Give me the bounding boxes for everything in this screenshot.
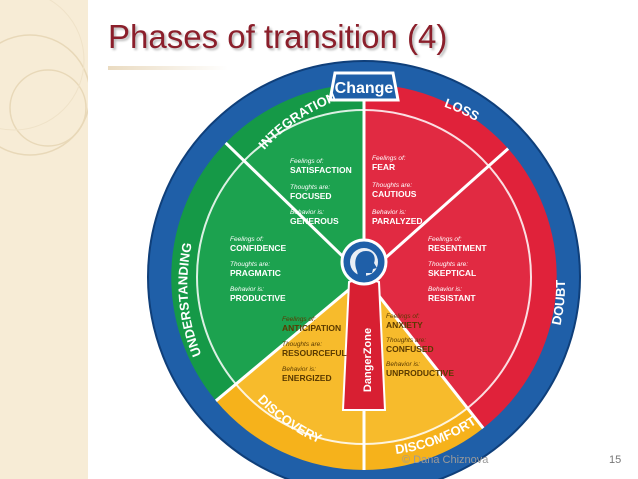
svg-text:SATISFACTION: SATISFACTION: [290, 165, 352, 175]
loss-segment-text: Feelings of: FEAR Thoughts are: CAUTIOUS…: [372, 155, 423, 226]
svg-text:PARALYZED: PARALYZED: [372, 216, 423, 226]
svg-text:CONFIDENCE: CONFIDENCE: [230, 243, 287, 253]
svg-text:FEAR: FEAR: [372, 162, 395, 172]
svg-text:PRAGMATIC: PRAGMATIC: [230, 268, 281, 278]
svg-text:FOCUSED: FOCUSED: [290, 191, 332, 201]
title-underline: [108, 66, 228, 70]
svg-text:Stage 6: Stage 6: [0, 0, 150, 278]
svg-text:Thoughts are:: Thoughts are:: [282, 341, 322, 348]
svg-text:Behavior is:: Behavior is:: [386, 361, 420, 368]
svg-text:Behavior is:: Behavior is:: [290, 209, 324, 216]
svg-text:Feelings of:: Feelings of:: [290, 158, 324, 165]
danger-zone-label: DangerZone: [362, 328, 374, 392]
page-number: 15: [609, 454, 622, 466]
svg-text:GENEROUS: GENEROUS: [290, 216, 339, 226]
svg-text:Thoughts are:: Thoughts are:: [372, 182, 412, 189]
svg-text:Thoughts are:: Thoughts are:: [290, 184, 330, 191]
svg-text:RESISTANT: RESISTANT: [428, 293, 476, 303]
svg-text:Feelings of:: Feelings of:: [230, 236, 264, 243]
understanding-segment-text: Feelings of: CONFIDENCE Thoughts are: PR…: [230, 236, 287, 303]
svg-text:Feelings of:: Feelings of:: [428, 236, 462, 243]
svg-text:CAUTIOUS: CAUTIOUS: [372, 189, 417, 199]
change-tab: [328, 71, 400, 102]
svg-text:Thoughts are:: Thoughts are:: [230, 261, 270, 268]
segment-dividers: [214, 84, 510, 470]
svg-text:ENERGIZED: ENERGIZED: [282, 373, 332, 383]
svg-text:Feelings of:: Feelings of:: [386, 313, 420, 320]
svg-text:SKEPTICAL: SKEPTICAL: [428, 268, 476, 278]
stage-6-label: Stage 6: [0, 0, 150, 278]
slide-title: Phases of transition (4): [108, 18, 448, 55]
svg-text:Feelings of:: Feelings of:: [372, 155, 406, 162]
svg-text:DOUBT: DOUBT: [549, 280, 568, 327]
svg-text:Behavior is:: Behavior is:: [230, 286, 264, 293]
svg-text:ANXIETY: ANXIETY: [386, 320, 423, 330]
svg-text:Behavior is:: Behavior is:: [282, 366, 316, 373]
svg-text:RESENTMENT: RESENTMENT: [428, 243, 487, 253]
integration-segment-text: Feelings of: SATISFACTION Thoughts are: …: [290, 158, 352, 226]
decorative-sidebar: [0, 0, 88, 479]
discomfort-segment-text: Feelings of: ANXIETY Thoughts are: CONFU…: [386, 313, 454, 378]
svg-text:RESOURCEFUL: RESOURCEFUL: [282, 348, 347, 358]
head-icon: [350, 248, 378, 276]
phase-doubt: DOUBT: [549, 280, 568, 327]
sidebar-circles-ornament: [0, 0, 88, 156]
svg-text:CONFUSED: CONFUSED: [386, 344, 434, 354]
footer-author: © Dana Chiznova: [402, 454, 489, 466]
svg-text:PRODUCTIVE: PRODUCTIVE: [230, 293, 286, 303]
svg-text:Feelings of:: Feelings of:: [282, 316, 316, 323]
svg-text:Thoughts are:: Thoughts are:: [386, 337, 426, 344]
svg-text:Behavior is:: Behavior is:: [428, 286, 462, 293]
change-label: Change: [335, 80, 394, 97]
discovery-segment-text: Feelings of: ANTICIPATION Thoughts are: …: [282, 316, 347, 383]
doubt-segment-text: Feelings of: RESENTMENT Thoughts are: SK…: [428, 236, 487, 303]
svg-text:ANTICIPATION: ANTICIPATION: [282, 323, 341, 333]
svg-text:Behavior is:: Behavior is:: [372, 209, 406, 216]
svg-text:UNPRODUCTIVE: UNPRODUCTIVE: [386, 368, 454, 378]
svg-text:Thoughts are:: Thoughts are:: [428, 261, 468, 268]
